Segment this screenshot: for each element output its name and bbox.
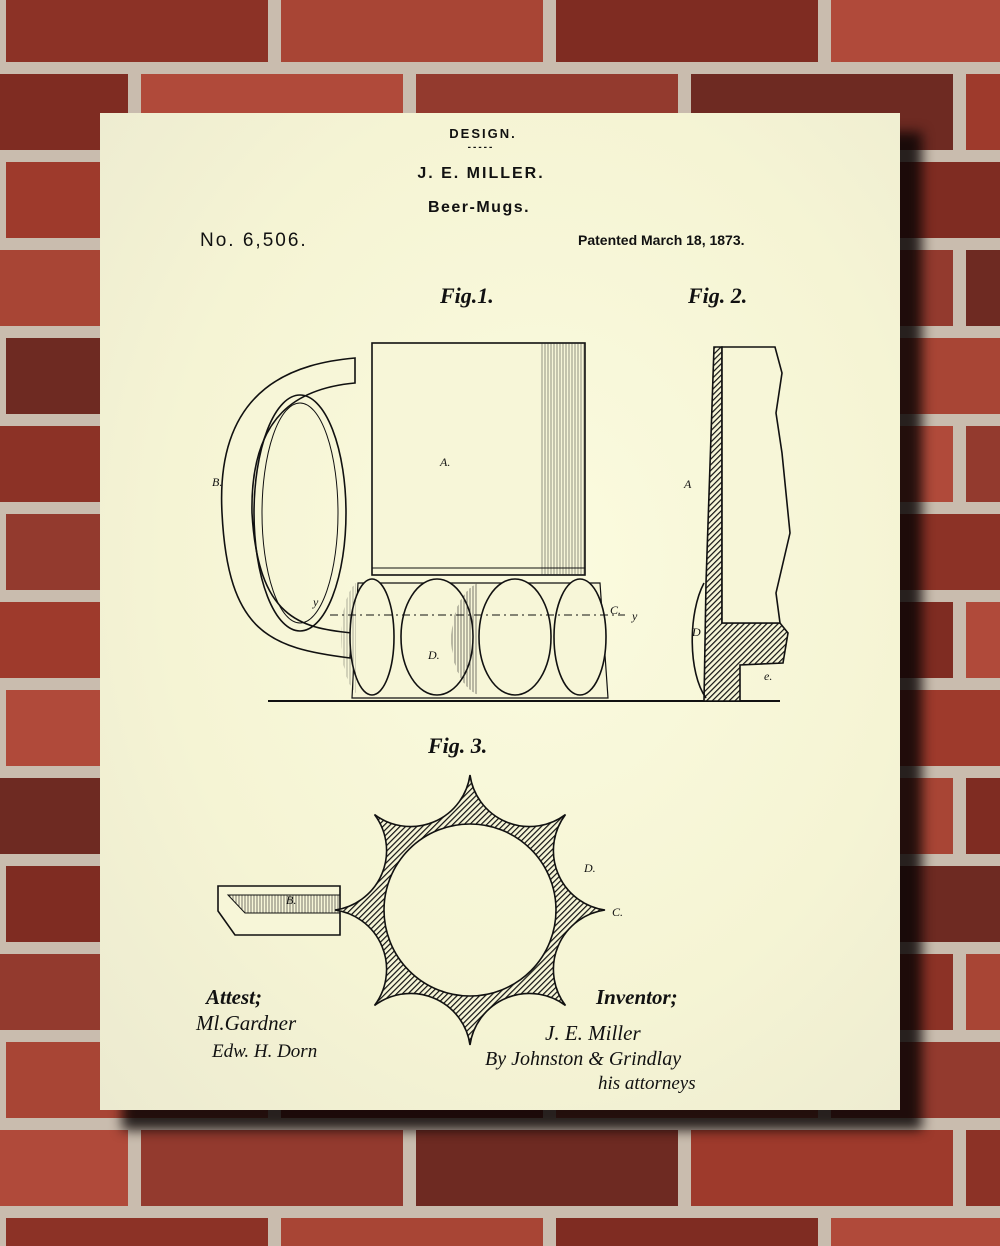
brick: [6, 0, 268, 62]
brick: [416, 1130, 678, 1206]
label-c-fig1: C.: [610, 603, 622, 617]
label-y-left: y: [313, 595, 319, 609]
inventor-signature: J. E. Miller: [545, 1021, 641, 1045]
brick: [966, 778, 1000, 854]
label-a-fig1: A.: [440, 455, 451, 469]
mug-handle: [220, 357, 356, 659]
handle-inner: [253, 394, 347, 632]
attorneys-role: his attorneys: [598, 1073, 696, 1094]
attorneys-signature: By Johnston & Grindlay: [485, 1048, 682, 1070]
witness-signature-1: Ml.Gardner: [196, 1011, 297, 1035]
mug-base-knobs: [340, 578, 609, 699]
header-rule: -----: [467, 142, 495, 153]
brick: [691, 1130, 953, 1206]
brick: [966, 954, 1000, 1030]
label-e-fig2: e.: [764, 669, 773, 683]
brick: [966, 1130, 1000, 1206]
fig2-profile-drawing: [691, 346, 791, 702]
attest-heading: Attest;: [206, 985, 262, 1009]
brick: [831, 1218, 1000, 1246]
brick: [281, 1218, 543, 1246]
fig2-label: Fig. 2.: [688, 283, 748, 308]
design-heading: DESIGN.: [449, 126, 517, 141]
label-a-fig2: A: [684, 477, 692, 491]
fig1-label: Fig.1.: [440, 283, 494, 308]
patent-date: Patented March 18, 1873.: [578, 232, 745, 248]
brick: [831, 0, 1000, 62]
brick: [0, 1130, 128, 1206]
label-d-fig3: D.: [584, 861, 596, 875]
fig3-top-view-drawing: [217, 774, 606, 1046]
label-b-fig1: B.: [212, 475, 223, 489]
fig3-label: Fig. 3.: [428, 733, 488, 758]
scalloped-ring: [334, 774, 606, 1046]
inventor-heading: Inventor;: [596, 985, 678, 1009]
inventor-name: J. E. MILLER.: [417, 165, 545, 182]
label-d-fig2: D: [692, 625, 701, 639]
label-c-fig3: C.: [612, 905, 624, 919]
label-y-right: y: [632, 609, 638, 623]
brick: [556, 0, 818, 62]
brick: [6, 1218, 268, 1246]
label-d-fig1: D.: [428, 648, 440, 662]
brick: [966, 602, 1000, 678]
brick: [281, 0, 543, 62]
brick: [966, 250, 1000, 326]
label-b-fig3: B.: [286, 893, 297, 907]
brick: [556, 1218, 818, 1246]
patent-poster: DESIGN. ----- J. E. MILLER. Beer-Mugs. N…: [100, 113, 900, 1110]
witness-signature-2: Edw. H. Dorn: [212, 1041, 318, 1062]
patent-title: Beer-Mugs.: [427, 199, 531, 216]
brick: [966, 426, 1000, 502]
fig1-mug-drawing: [220, 342, 780, 702]
patent-number: No. 6,506.: [200, 230, 308, 251]
patent-drawings: [217, 342, 791, 1046]
brick: [141, 1130, 403, 1206]
brick: [966, 74, 1000, 150]
